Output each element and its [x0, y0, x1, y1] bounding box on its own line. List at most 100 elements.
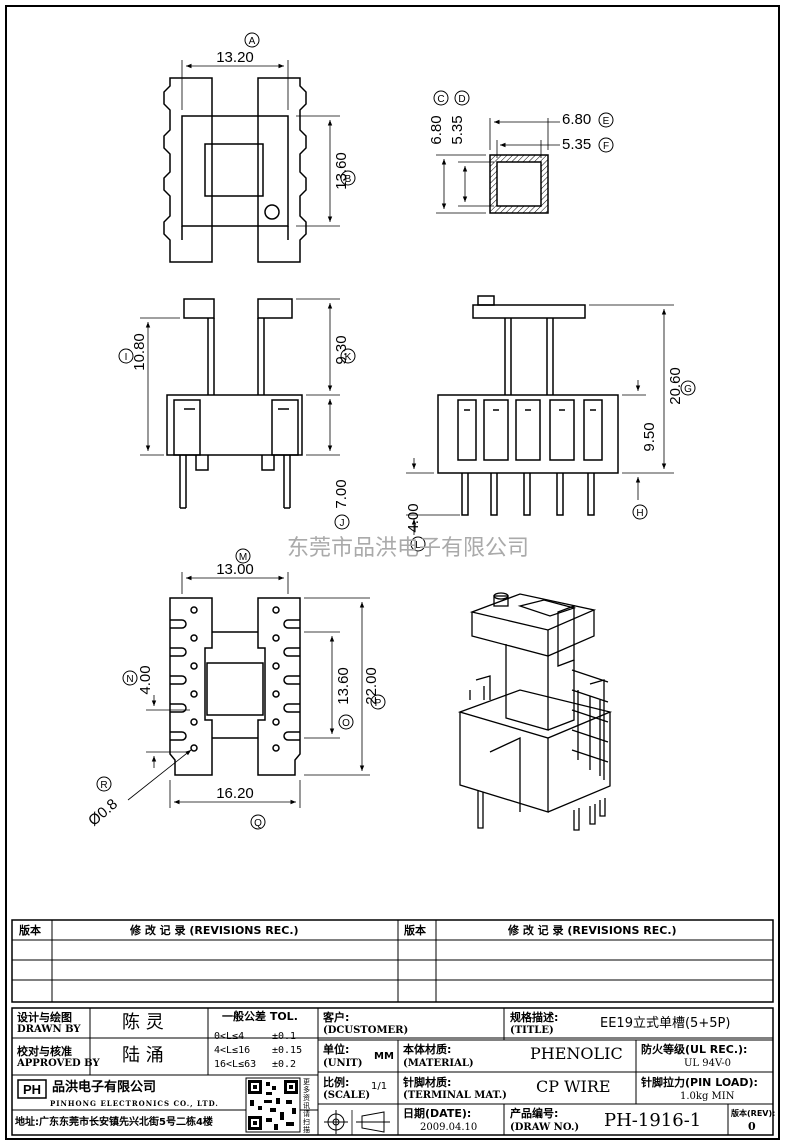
rev-ver-header-right: 版本 [404, 924, 426, 937]
dim-side-pin: 4.00 [405, 503, 422, 532]
revision-table [11, 919, 774, 1003]
core-section [436, 118, 560, 214]
svg-text:H: H [636, 508, 643, 519]
svg-text:R: R [100, 780, 107, 791]
terminal-value: CP WIRE [536, 1077, 611, 1096]
ref-circle-g: G [680, 380, 696, 396]
terminal-label-cn: 针脚材质: [403, 1076, 452, 1089]
material-value: PHENOLIC [530, 1044, 623, 1063]
dim-core-d: 5.35 [449, 115, 466, 144]
customer-label-cn: 客户: [323, 1011, 350, 1024]
dim-side-body: 9.50 [641, 422, 658, 451]
svg-text:D: D [458, 94, 465, 105]
date-label: 日期(DATE): [403, 1107, 472, 1120]
ref-circle-j: J [334, 514, 350, 530]
svg-text:PH: PH [23, 1082, 41, 1097]
dim-bottom-inner: 13.60 [335, 667, 352, 705]
approved-by-value: 陆 涌 [122, 1045, 164, 1066]
tol-range-2: 4<L≤16 [214, 1045, 251, 1056]
tol-value-3: ±0.2 [272, 1059, 297, 1070]
ref-circle-m: M [235, 548, 251, 564]
tol-value-1: ±0.1 [272, 1031, 297, 1042]
svg-text:F: F [603, 141, 609, 152]
unit-label-en: (UNIT) [323, 1058, 363, 1069]
ref-circle-d: D [454, 90, 470, 106]
material-label-cn: 本体材质: [403, 1043, 452, 1056]
title-label-en: (TITLE) [510, 1025, 554, 1036]
svg-text:L: L [415, 540, 421, 551]
ref-circle-p: P [370, 694, 386, 710]
isometric-view [457, 592, 613, 831]
tol-range-1: 0<L≤4 [214, 1031, 245, 1042]
unit-value: MM [374, 1051, 394, 1062]
dim-core-e: 6.80 [562, 111, 591, 128]
watermark: 东莞市品洪电子有限公司 [287, 536, 529, 561]
drawn-by-label-en: DRAWN BY [17, 1024, 81, 1035]
svg-text:B: B [345, 174, 352, 185]
svg-text:M: M [239, 552, 247, 563]
tol-value-2: ±0.15 [272, 1045, 303, 1056]
svg-text:G: G [684, 384, 692, 395]
front-view [140, 298, 340, 509]
rev-ver-header-left: 版本 [19, 924, 41, 937]
ref-circle-o: O [338, 714, 354, 730]
company-address: 地址:广东东莞市长安镇先兴北街5号二栋4楼 [15, 1117, 213, 1128]
ul-label: 防火等级(UL REC.): [641, 1043, 748, 1056]
title-value: EE19立式单槽(5+5P) [600, 1016, 731, 1031]
bottom-view [127, 572, 370, 808]
ref-circle-e: E [598, 112, 614, 128]
dim-top-height: 13.60 [333, 152, 350, 190]
ref-circle-h: H [632, 504, 648, 520]
date-value: 2009.04.10 [420, 1122, 478, 1133]
top-view [163, 60, 340, 263]
dim-side-total: 20.60 [667, 367, 684, 405]
svg-text:Q: Q [254, 818, 262, 829]
svg-text:I: I [125, 352, 128, 363]
dim-front-total: 10.80 [131, 333, 148, 371]
pin-load-label: 针脚拉力(PIN LOAD): [641, 1076, 758, 1089]
title-label-cn: 规格描述: [510, 1011, 559, 1024]
ref-circle-r: R [96, 776, 112, 792]
qr-code [245, 1077, 301, 1133]
svg-text:J: J [340, 518, 345, 529]
sheet-border [5, 5, 780, 1140]
ref-circle-k: K [340, 348, 356, 364]
approved-by-label-cn: 校对与核准 [17, 1045, 72, 1058]
dim-bottom-width: 16.20 [216, 785, 254, 802]
company-name-en: PINHONG ELECTRONICS CO., LTD. [50, 1099, 219, 1108]
ref-circle-l: L [410, 536, 426, 552]
dim-front-pin: 7.00 [333, 479, 350, 508]
scale-label-en: (SCALE) [323, 1090, 371, 1101]
svg-text:K: K [345, 352, 352, 363]
svg-text:O: O [342, 718, 350, 729]
side-view [406, 295, 674, 535]
draw-no-label-en: (DRAW NO.) [510, 1122, 580, 1133]
rev-rec-header-left: 修 改 记 录 (REVISIONS REC.) [130, 924, 299, 937]
rev-rec-header-right: 修 改 记 录 (REVISIONS REC.) [508, 924, 677, 937]
ref-circle-f: F [598, 137, 614, 153]
rev-label: 版本(REV): [731, 1109, 776, 1118]
company-logo: PH [17, 1079, 47, 1099]
svg-text:C: C [437, 94, 444, 105]
terminal-label-en: (TERMINAL MAT.) [403, 1090, 507, 1101]
dim-bottom-top-width: 13.00 [216, 561, 254, 578]
draw-no-value: PH-1916-1 [604, 1110, 702, 1131]
title-block-grid [11, 1007, 774, 1136]
dim-core-c: 6.80 [428, 115, 445, 144]
ref-circle-c: C [433, 90, 449, 106]
projection-symbol-icon [324, 1110, 390, 1134]
scale-value: 1/1 [371, 1081, 388, 1092]
dim-top-width: 13.20 [216, 49, 254, 66]
company-name-cn: 品洪电子有限公司 [52, 1080, 157, 1095]
dim-core-f: 5.35 [562, 136, 591, 153]
rev-value: 0 [748, 1120, 756, 1133]
drawn-by-label-cn: 设计与绘图 [17, 1011, 72, 1024]
material-label-en: (MATERIAL) [403, 1058, 474, 1069]
scale-label-cn: 比例: [323, 1076, 350, 1089]
svg-text:P: P [375, 698, 382, 709]
qr-caption: 更多资讯请扫描 [303, 1078, 310, 1134]
ref-circle-a: A [244, 32, 260, 48]
pin-load-value: 1.0kg MIN [680, 1091, 735, 1102]
unit-label-cn: 单位: [323, 1043, 350, 1056]
